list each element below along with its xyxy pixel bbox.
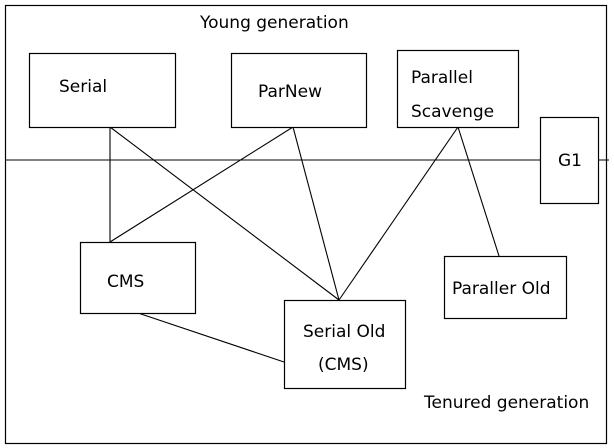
collector-serial-old-box bbox=[283, 299, 407, 390]
collector-g1-box bbox=[539, 116, 600, 205]
collector-serial: Serial bbox=[28, 52, 177, 129]
collector-parallel-old: Paraller Old bbox=[443, 255, 568, 320]
edge-parallel-scavenge-parallel-old bbox=[457, 126, 500, 257]
edge-serial-serial-old bbox=[109, 126, 340, 301]
collector-parnew: ParNew bbox=[230, 52, 368, 129]
collector-serial-old-label-line1: Serial Old bbox=[303, 322, 385, 342]
edge-parnew-serial-old bbox=[292, 126, 340, 301]
collector-parnew-label: ParNew bbox=[258, 82, 322, 102]
collector-cms: CMS bbox=[79, 241, 197, 315]
collector-serial-old-label-line2: (CMS) bbox=[318, 355, 369, 375]
collector-parnew-box bbox=[230, 52, 368, 129]
edge-cms-serial-old bbox=[137, 312, 285, 363]
collector-serial-box bbox=[28, 52, 177, 129]
diagram-frame bbox=[4, 4, 608, 445]
collector-cms-label: CMS bbox=[107, 272, 144, 292]
collector-parallel-scavenge: Parallel Scavenge bbox=[396, 49, 520, 129]
edge-parallel-scavenge-serial-old bbox=[338, 126, 459, 301]
collector-parallel-old-label: Paraller Old bbox=[452, 279, 551, 299]
tenured-generation-label: Tenured generation bbox=[423, 393, 589, 413]
collector-cms-box bbox=[79, 241, 197, 315]
collector-serial-label: Serial bbox=[59, 77, 107, 97]
edge-parnew-cms bbox=[109, 126, 294, 243]
collector-parallel-scavenge-box bbox=[396, 49, 520, 129]
collector-g1-label: G1 bbox=[558, 151, 582, 171]
collector-serial-old: Serial Old (CMS) bbox=[283, 299, 407, 390]
collector-g1: G1 bbox=[539, 116, 600, 205]
collector-parallel-old-box bbox=[443, 255, 568, 320]
young-generation-label: Young generation bbox=[199, 13, 349, 33]
collector-parallel-scavenge-label-line1: Parallel bbox=[411, 68, 473, 88]
collector-parallel-scavenge-label-line2: Scavenge bbox=[411, 102, 494, 122]
